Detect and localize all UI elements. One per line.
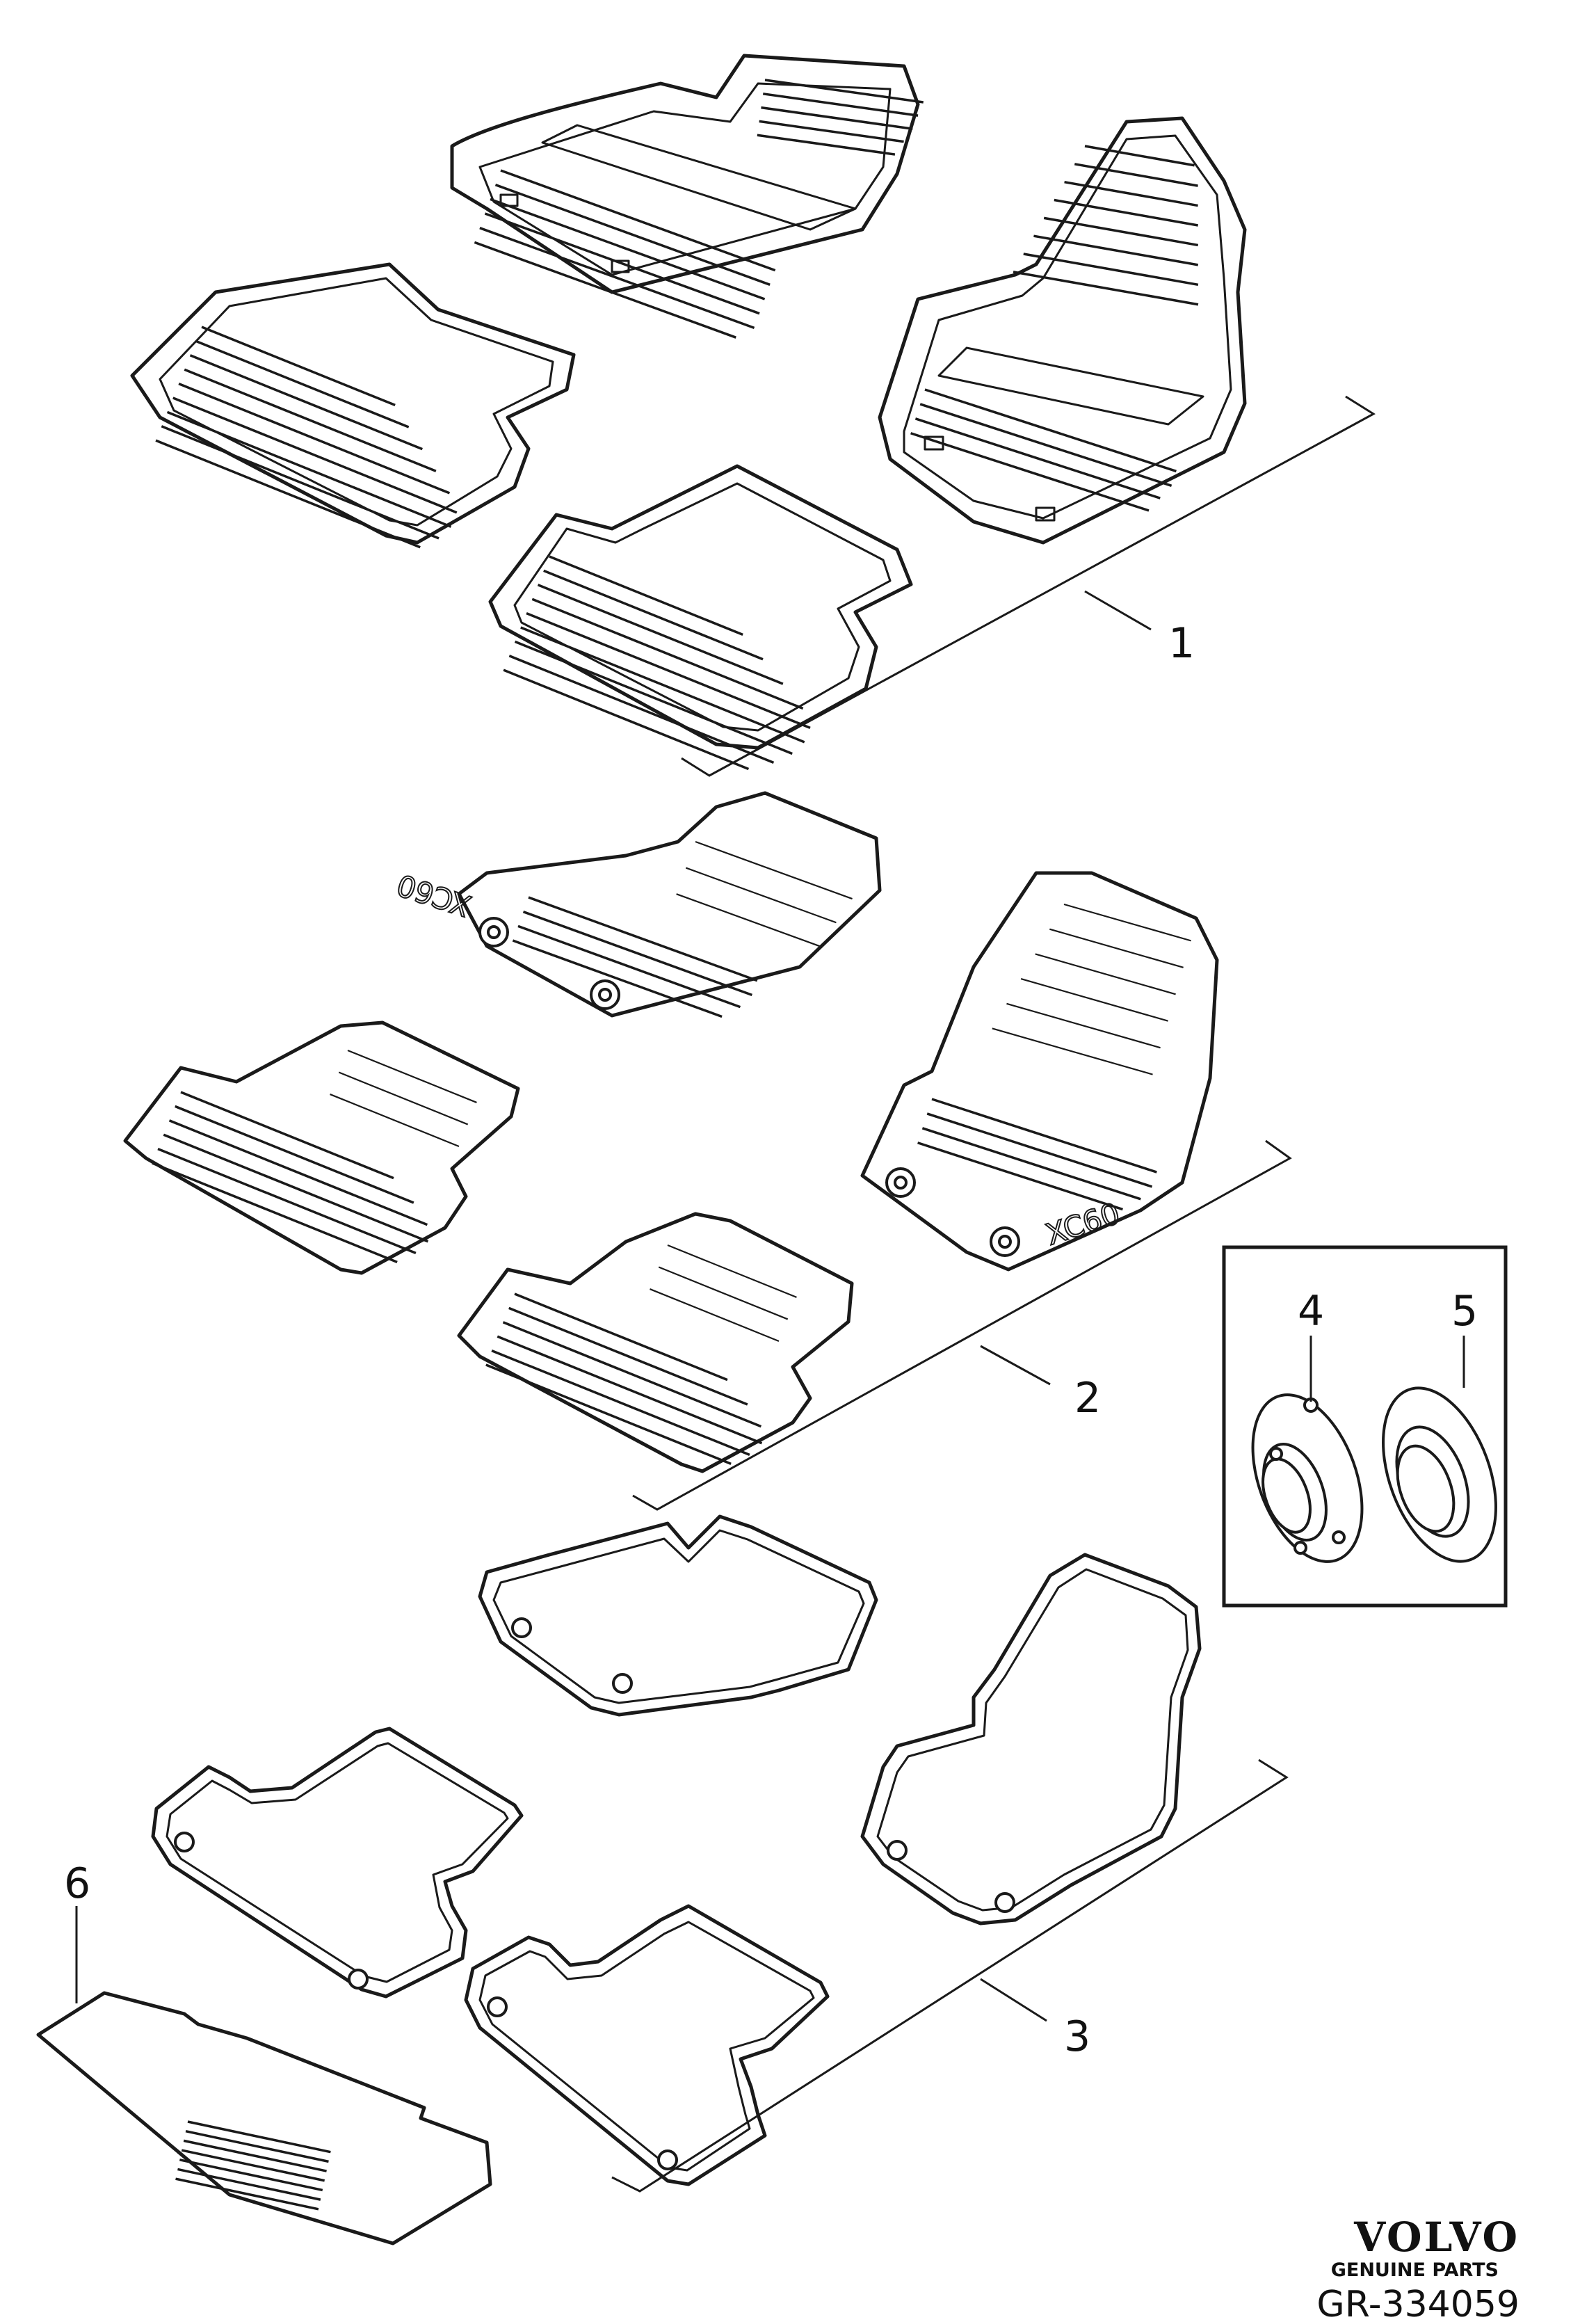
rubber-mat-rear-right xyxy=(488,464,913,771)
flat-mat-rear-left xyxy=(123,1020,520,1275)
rubber-mat-front-left xyxy=(450,54,924,339)
leader-1 xyxy=(1084,590,1152,631)
callout-3: 3 xyxy=(1064,2012,1090,2061)
fastener-hole-icon xyxy=(511,1617,532,1638)
floor-clip-icon xyxy=(1251,1393,1364,1563)
rubber-mat-front-right xyxy=(878,116,1247,545)
textile-mat-set: 3 xyxy=(151,1514,1289,2193)
rubber-mat-set: 1 xyxy=(130,54,1376,777)
fastener-hole-icon xyxy=(174,1832,195,1852)
brand-subtitle: GENUINE PARTS xyxy=(1331,2259,1499,2281)
flat-rubber-mat-set: XC60 XC60 xyxy=(123,791,1292,1511)
leader-2 xyxy=(980,1345,1051,1386)
flat-mat-front-right: XC60 xyxy=(860,871,1219,1272)
brand-block: VOLVO GENUINE PARTS GR-334059 xyxy=(1316,2213,1520,2322)
textile-mat-rear-left xyxy=(151,1727,524,1999)
brand-logo: VOLVO xyxy=(1353,2213,1520,2261)
leader-3 xyxy=(980,1978,1047,2022)
bracket-2 xyxy=(632,1139,1292,1511)
fastener-hole-icon xyxy=(348,1969,369,1989)
fastener-hole-icon xyxy=(657,2149,678,2170)
tunnel-mat: 6 xyxy=(36,1859,492,2245)
fastener-hole-icon xyxy=(612,1673,633,1694)
clip-detail-box: 4 5 xyxy=(1222,1245,1508,1608)
bracket-3 xyxy=(611,1759,1289,2193)
callout-4: 4 xyxy=(1298,1287,1324,1336)
flat-mat-rear-right xyxy=(457,1212,854,1473)
callout-6: 6 xyxy=(64,1859,90,1908)
fastener-hole-icon xyxy=(487,1996,508,2017)
textile-mat-front-right xyxy=(860,1553,1202,1925)
textile-mat-front-left xyxy=(478,1514,878,1717)
mat-ring-icon xyxy=(1382,1386,1497,1563)
callout-1: 1 xyxy=(1168,619,1195,668)
rubber-mat-rear-left xyxy=(130,262,576,549)
diagram-reference: GR-334059 xyxy=(1316,2284,1520,2322)
callout-5: 5 xyxy=(1451,1287,1478,1336)
flat-mat-front-left: XC60 xyxy=(392,791,882,1018)
mat-logo-text: XC60 xyxy=(393,867,475,923)
callout-2: 2 xyxy=(1074,1374,1101,1423)
fastener-hole-icon xyxy=(887,1840,908,1861)
textile-mat-rear-right xyxy=(464,1904,830,2186)
fastener-hole-icon xyxy=(994,1892,1015,1913)
bracket-1 xyxy=(681,395,1376,777)
